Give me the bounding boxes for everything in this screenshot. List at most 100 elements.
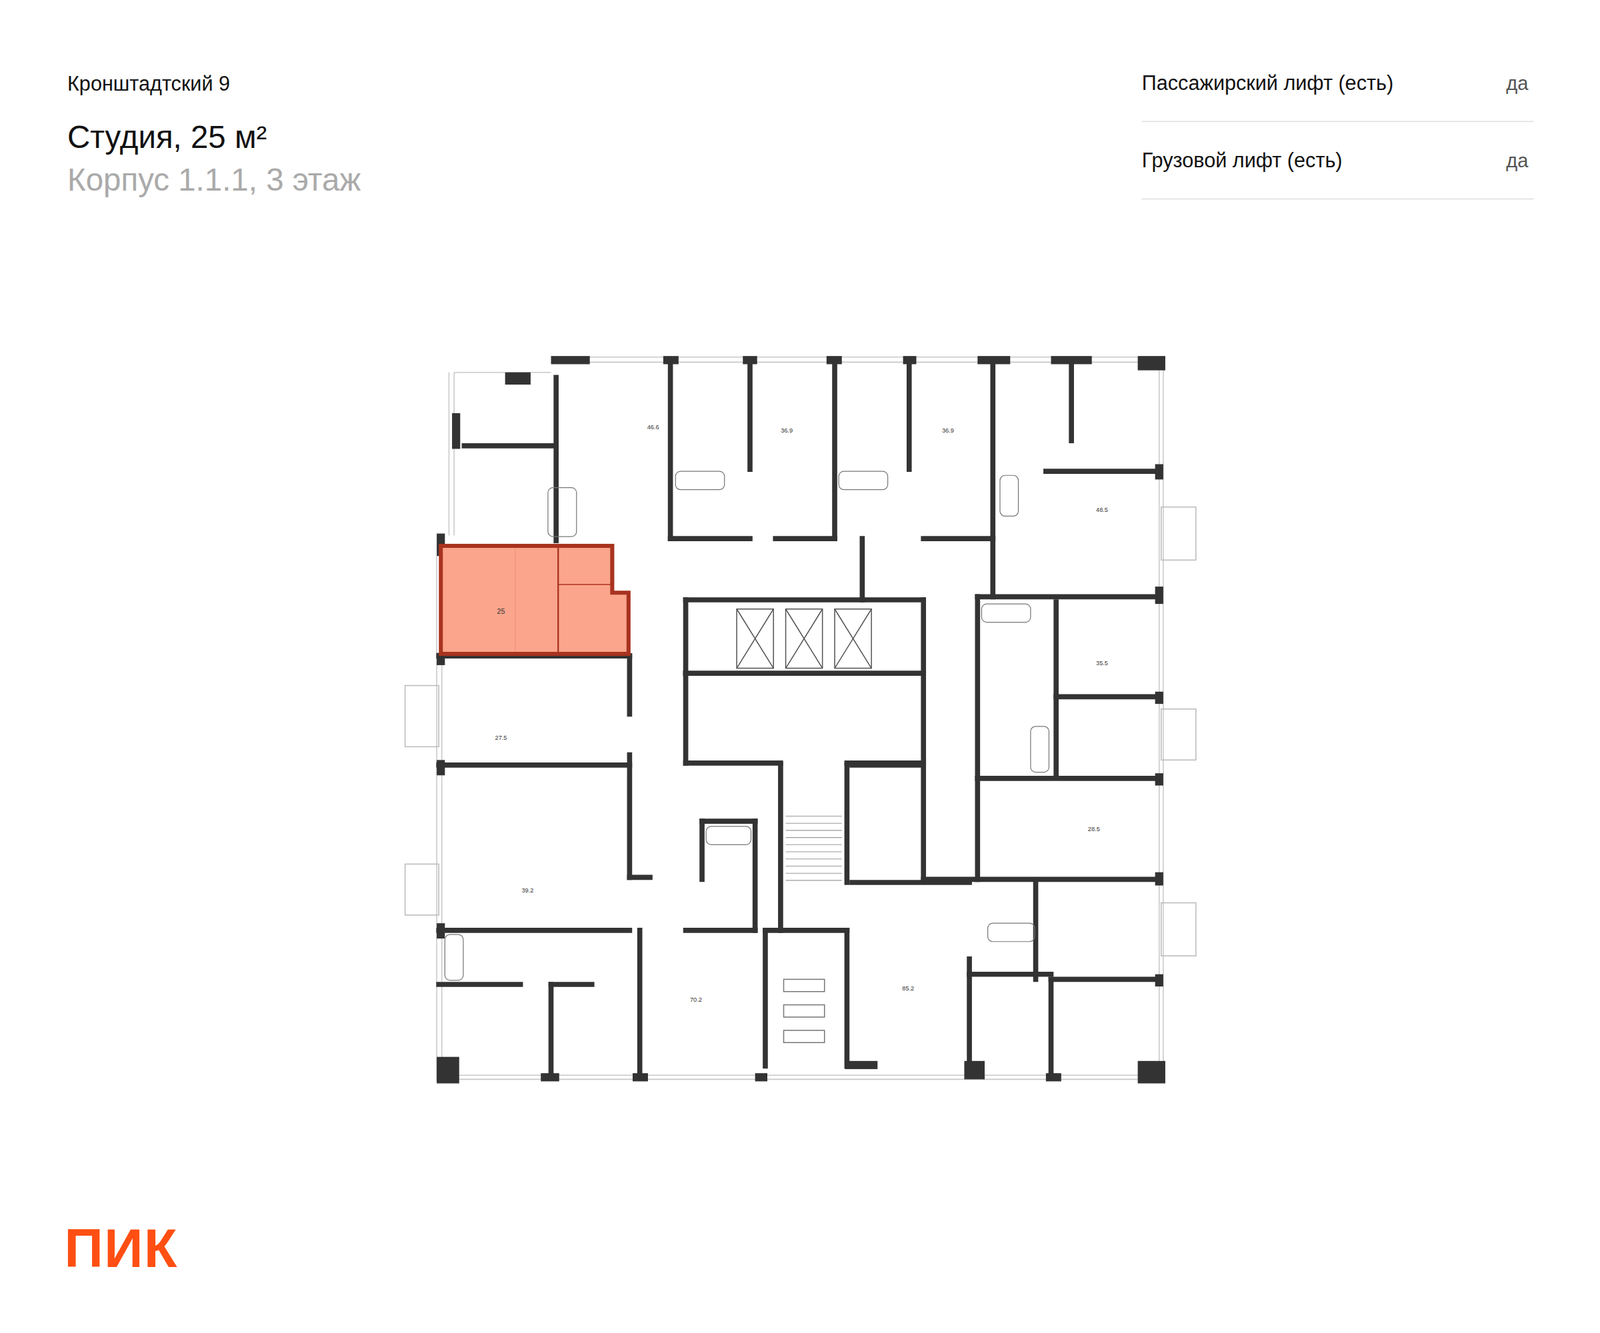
partition [558, 584, 612, 586]
vent-grille [784, 979, 825, 992]
wall-pier [1138, 1061, 1166, 1084]
area-label: 85.2 [902, 986, 914, 992]
area-label-box: 85.2 [902, 976, 914, 996]
feature-name-box: Пассажирский лифт (есть) [1142, 71, 1394, 95]
feature-name: Грузовой лифт (есть) [1142, 148, 1343, 172]
vent-grille [784, 1030, 825, 1043]
stair-step [786, 852, 842, 853]
area-label: 36.9 [780, 427, 793, 434]
separator [1142, 120, 1534, 122]
wall [752, 821, 758, 931]
stair-step [786, 837, 842, 838]
wall [977, 776, 1158, 782]
area-label: 28.5 [1088, 826, 1100, 833]
wall-pier [755, 1073, 768, 1082]
bathtub [838, 471, 888, 490]
wall [977, 594, 1158, 600]
window-line [453, 372, 455, 536]
area-label: 27.5 [495, 734, 508, 741]
wall [990, 359, 996, 539]
stair-step [786, 880, 842, 881]
apartment-outline [438, 544, 631, 656]
bathtub [1030, 726, 1050, 773]
area-label-box: 35.5 [1096, 651, 1108, 670]
bathtub [548, 488, 577, 537]
feature-value: да [1506, 150, 1528, 172]
project-name-box: Кронштадтский 9 [67, 72, 230, 96]
stair-step [786, 866, 842, 867]
separator [1142, 198, 1534, 200]
brand-logo: ПИК [64, 1218, 178, 1279]
wall [553, 377, 559, 541]
wall [923, 536, 993, 542]
partition [557, 548, 559, 652]
area-label-box: 70.2 [690, 988, 702, 1007]
building-floor-box: Корпус 1.1.1, 3 этаж [67, 162, 361, 199]
elevator-shaft [736, 609, 774, 669]
bathtub [675, 471, 724, 490]
bathtub [981, 604, 1030, 623]
wall [860, 538, 866, 600]
wall [923, 877, 1158, 883]
area-label: 25 [497, 608, 506, 616]
wall [844, 765, 850, 883]
wall [747, 359, 753, 470]
wall [670, 536, 750, 542]
wall [629, 874, 650, 880]
elevator-cross [736, 609, 774, 669]
wall [765, 928, 847, 934]
wall [920, 763, 926, 880]
wall [1053, 602, 1059, 776]
area-label: 48.5 [1096, 507, 1108, 514]
area-label-box: 28.5 [1088, 817, 1100, 836]
balcony [405, 864, 440, 916]
building-floor: Корпус 1.1.1, 3 этаж [67, 162, 361, 198]
wall [438, 982, 520, 988]
balcony [1161, 903, 1196, 957]
wall [775, 536, 835, 542]
feature-name-box: Грузовой лифт (есть) [1142, 148, 1343, 172]
wall [852, 762, 924, 768]
wall [1051, 977, 1159, 983]
vent-grille [784, 1005, 825, 1018]
area-label-box: 36.9 [942, 418, 954, 438]
wall [702, 818, 756, 824]
bathtub [444, 934, 464, 981]
window-line [448, 372, 450, 536]
elevator-cross [834, 609, 872, 669]
feature-name: Пассажирский лифт (есть) [1142, 71, 1394, 94]
wall [438, 762, 630, 768]
area-label: 46.6 [647, 424, 660, 431]
zone-line [514, 548, 516, 652]
balcony [1161, 507, 1196, 561]
area-label-box: 36.9 [780, 418, 793, 438]
title: Студия, 25 м² [67, 119, 267, 156]
wall-pier [436, 1057, 460, 1084]
window-line [436, 556, 438, 1082]
wall [551, 982, 592, 988]
wall [1048, 979, 1054, 1078]
wall [974, 596, 980, 880]
wall [548, 984, 554, 1078]
window-lines [436, 356, 1164, 1084]
wall [1033, 882, 1039, 980]
window-line [454, 372, 551, 374]
area-label-box: 27.5 [495, 725, 508, 744]
elevator-shaft [834, 609, 872, 669]
stair-step [786, 823, 842, 824]
wall [846, 760, 924, 766]
wall [668, 359, 674, 539]
stair-step [786, 873, 842, 874]
wall [686, 760, 781, 766]
wall [686, 928, 756, 934]
wall [686, 597, 924, 603]
stair-step [786, 816, 842, 817]
wall [627, 656, 633, 714]
balcony [1161, 709, 1196, 761]
wall [1056, 694, 1158, 700]
wall [762, 930, 768, 1067]
project-name: Кронштадтский 9 [67, 72, 230, 96]
wall [906, 359, 912, 470]
